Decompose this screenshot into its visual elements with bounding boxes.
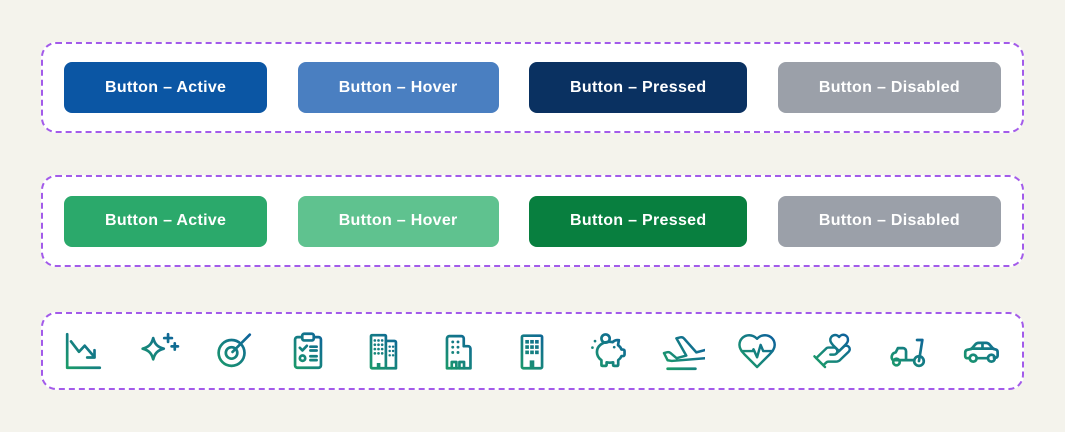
office-buildings-icon — [360, 328, 406, 374]
button-green-hover[interactable]: Button – Hover — [297, 195, 499, 247]
sparkles-icon — [135, 328, 181, 374]
button-blue-pressed[interactable]: Button – Pressed — [529, 62, 748, 113]
button-green-pressed[interactable]: Button – Pressed — [529, 195, 748, 247]
apartment-building-icon — [509, 328, 555, 374]
chart-decline-icon — [60, 328, 106, 374]
piggy-bank-icon — [584, 328, 630, 374]
button-blue-active[interactable]: Button – Active — [64, 62, 268, 113]
target-arrow-icon — [210, 328, 256, 374]
scooter-icon — [884, 328, 930, 374]
button-blue-hover[interactable]: Button – Hover — [297, 62, 499, 113]
hand-heart-icon — [809, 328, 855, 374]
blue-button-states-frame: Button – Active Button – Hover Button – … — [41, 42, 1024, 133]
button-green-active[interactable]: Button – Active — [64, 195, 268, 247]
clipboard-checklist-icon — [285, 328, 331, 374]
green-button-states-frame: Button – Active Button – Hover Button – … — [41, 175, 1024, 267]
button-green-disabled[interactable]: Button – Disabled — [777, 195, 1001, 247]
button-blue-disabled[interactable]: Button – Disabled — [777, 62, 1001, 113]
building-entrance-icon — [435, 328, 481, 374]
heart-pulse-icon — [734, 328, 780, 374]
car-icon — [959, 328, 1005, 374]
icon-set-frame — [41, 312, 1024, 390]
airplane-departure-icon — [659, 328, 706, 374]
